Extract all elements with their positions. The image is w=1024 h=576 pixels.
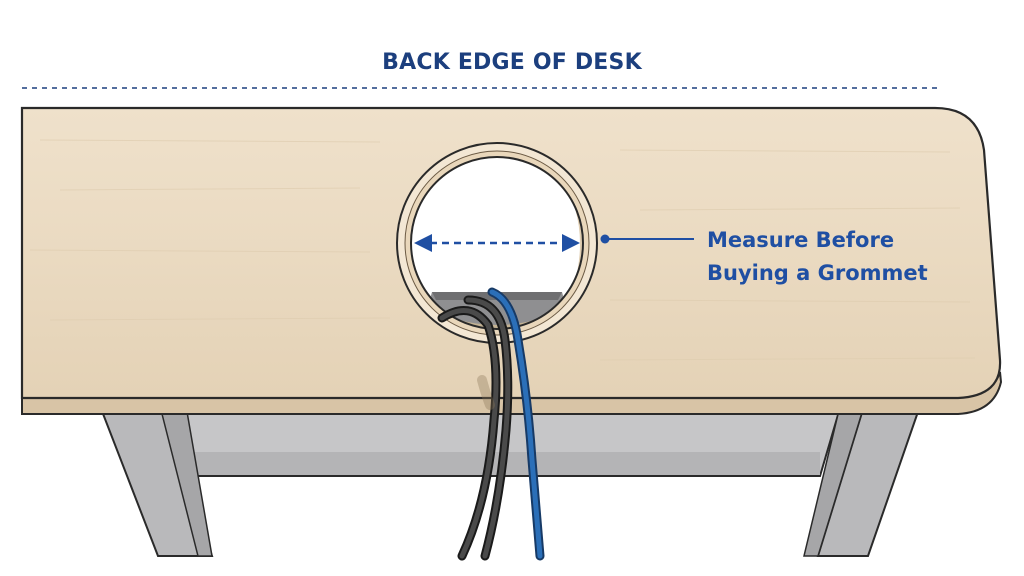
back-edge-label: BACK EDGE OF DESK bbox=[382, 50, 642, 75]
arrowhead-left bbox=[414, 234, 432, 252]
callout-line-2: Buying a Grommet bbox=[707, 261, 928, 285]
callout-label: Measure Before Buying a Grommet bbox=[707, 224, 928, 290]
callout-line-1: Measure Before bbox=[707, 228, 895, 252]
arrowhead-right bbox=[562, 234, 580, 252]
callout-leader bbox=[600, 234, 694, 244]
hole-inner-edge bbox=[410, 156, 584, 330]
cables bbox=[437, 287, 545, 561]
wood-grain bbox=[29, 139, 976, 361]
diameter-arrow bbox=[414, 234, 580, 252]
